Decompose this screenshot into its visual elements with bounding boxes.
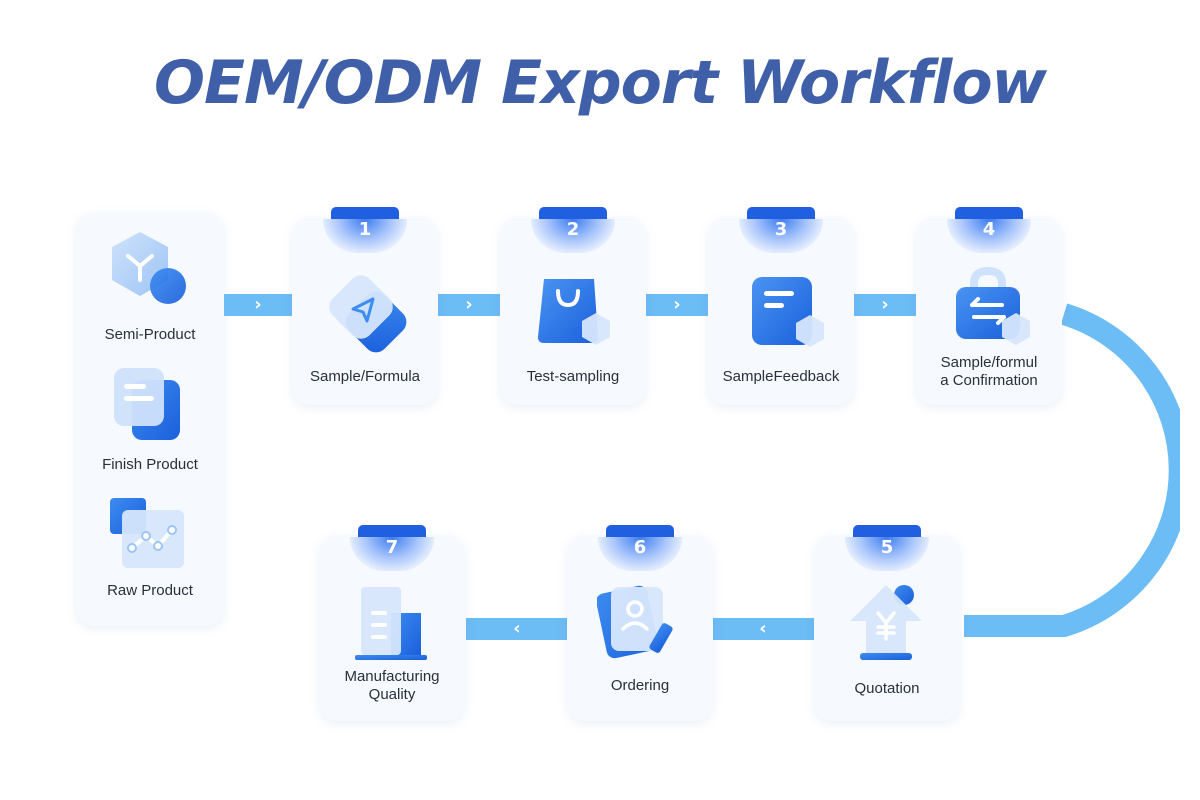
chevron-right-icon: › (881, 294, 889, 315)
arrow-connector: › (438, 294, 500, 316)
chevron-left-icon: ‹ (759, 618, 767, 639)
step-label: Manufacturing Quality (344, 668, 440, 703)
step-tab (539, 207, 607, 219)
cube-icon (112, 232, 186, 304)
arrow-connector: › (224, 294, 292, 316)
product-label-raw: Raw Product (107, 582, 193, 599)
step-label: Quotation (854, 680, 920, 697)
step-number: 2 (566, 219, 580, 240)
step-tab (331, 207, 399, 219)
loop-connector (964, 303, 1180, 637)
page-title: OEM/ODM Export Workflow (154, 48, 1047, 118)
step-tab (358, 525, 426, 537)
exchange-icon (956, 266, 1030, 345)
arrow-connector: ‹ (466, 618, 568, 640)
step-card-5: 5 Quotation (814, 525, 960, 721)
step-card-2: 2 Test-sampling (500, 207, 646, 405)
step-tab (853, 525, 921, 537)
step-card-7: 7 Manufacturing Quality (319, 525, 465, 721)
step-number: 7 (385, 537, 399, 558)
arrow-connector: › (646, 294, 708, 316)
profile-card-icon (597, 585, 673, 659)
chevron-right-icon: › (465, 294, 473, 315)
step-card-3: 3 SampleFeedback (708, 207, 854, 405)
step-label: Sample/formul a Confirmation (940, 354, 1038, 389)
building-icon (355, 587, 427, 660)
shopping-bag-icon (538, 279, 610, 345)
step-card-6: 6 Ordering (567, 525, 713, 721)
arrow-connector: › (854, 294, 916, 316)
step-tab (747, 207, 815, 219)
send-icon (329, 275, 407, 353)
step-label: Sample/Formula (309, 368, 421, 385)
step-number: 4 (982, 219, 996, 240)
products-card: Semi-Product Finish Product Raw Product (76, 212, 224, 626)
step-number: 5 (880, 537, 894, 558)
chevron-right-icon: › (673, 294, 681, 315)
arrow-connector: ‹ (712, 618, 814, 640)
document-stack-icon (114, 368, 180, 440)
step-card-4: 4 Sample/formul a Confirmation (916, 207, 1062, 405)
chevron-right-icon: › (254, 294, 262, 315)
step-label: Test-sampling (526, 368, 620, 385)
chart-line-icon (110, 498, 184, 568)
step-card-1: 1 Sample/Formula (292, 207, 438, 405)
step-number: 3 (774, 219, 788, 240)
chevron-left-icon: ‹ (513, 618, 521, 639)
product-label-finish: Finish Product (102, 456, 198, 473)
document-icon (752, 277, 824, 347)
product-label-semi: Semi-Product (104, 326, 196, 343)
yen-house-icon (850, 585, 922, 660)
step-label: SampleFeedback (722, 368, 840, 385)
step-tab (606, 525, 674, 537)
step-number: 6 (633, 537, 647, 558)
step-label: Ordering (610, 677, 670, 694)
step-number: 1 (358, 219, 372, 240)
step-tab (955, 207, 1023, 219)
